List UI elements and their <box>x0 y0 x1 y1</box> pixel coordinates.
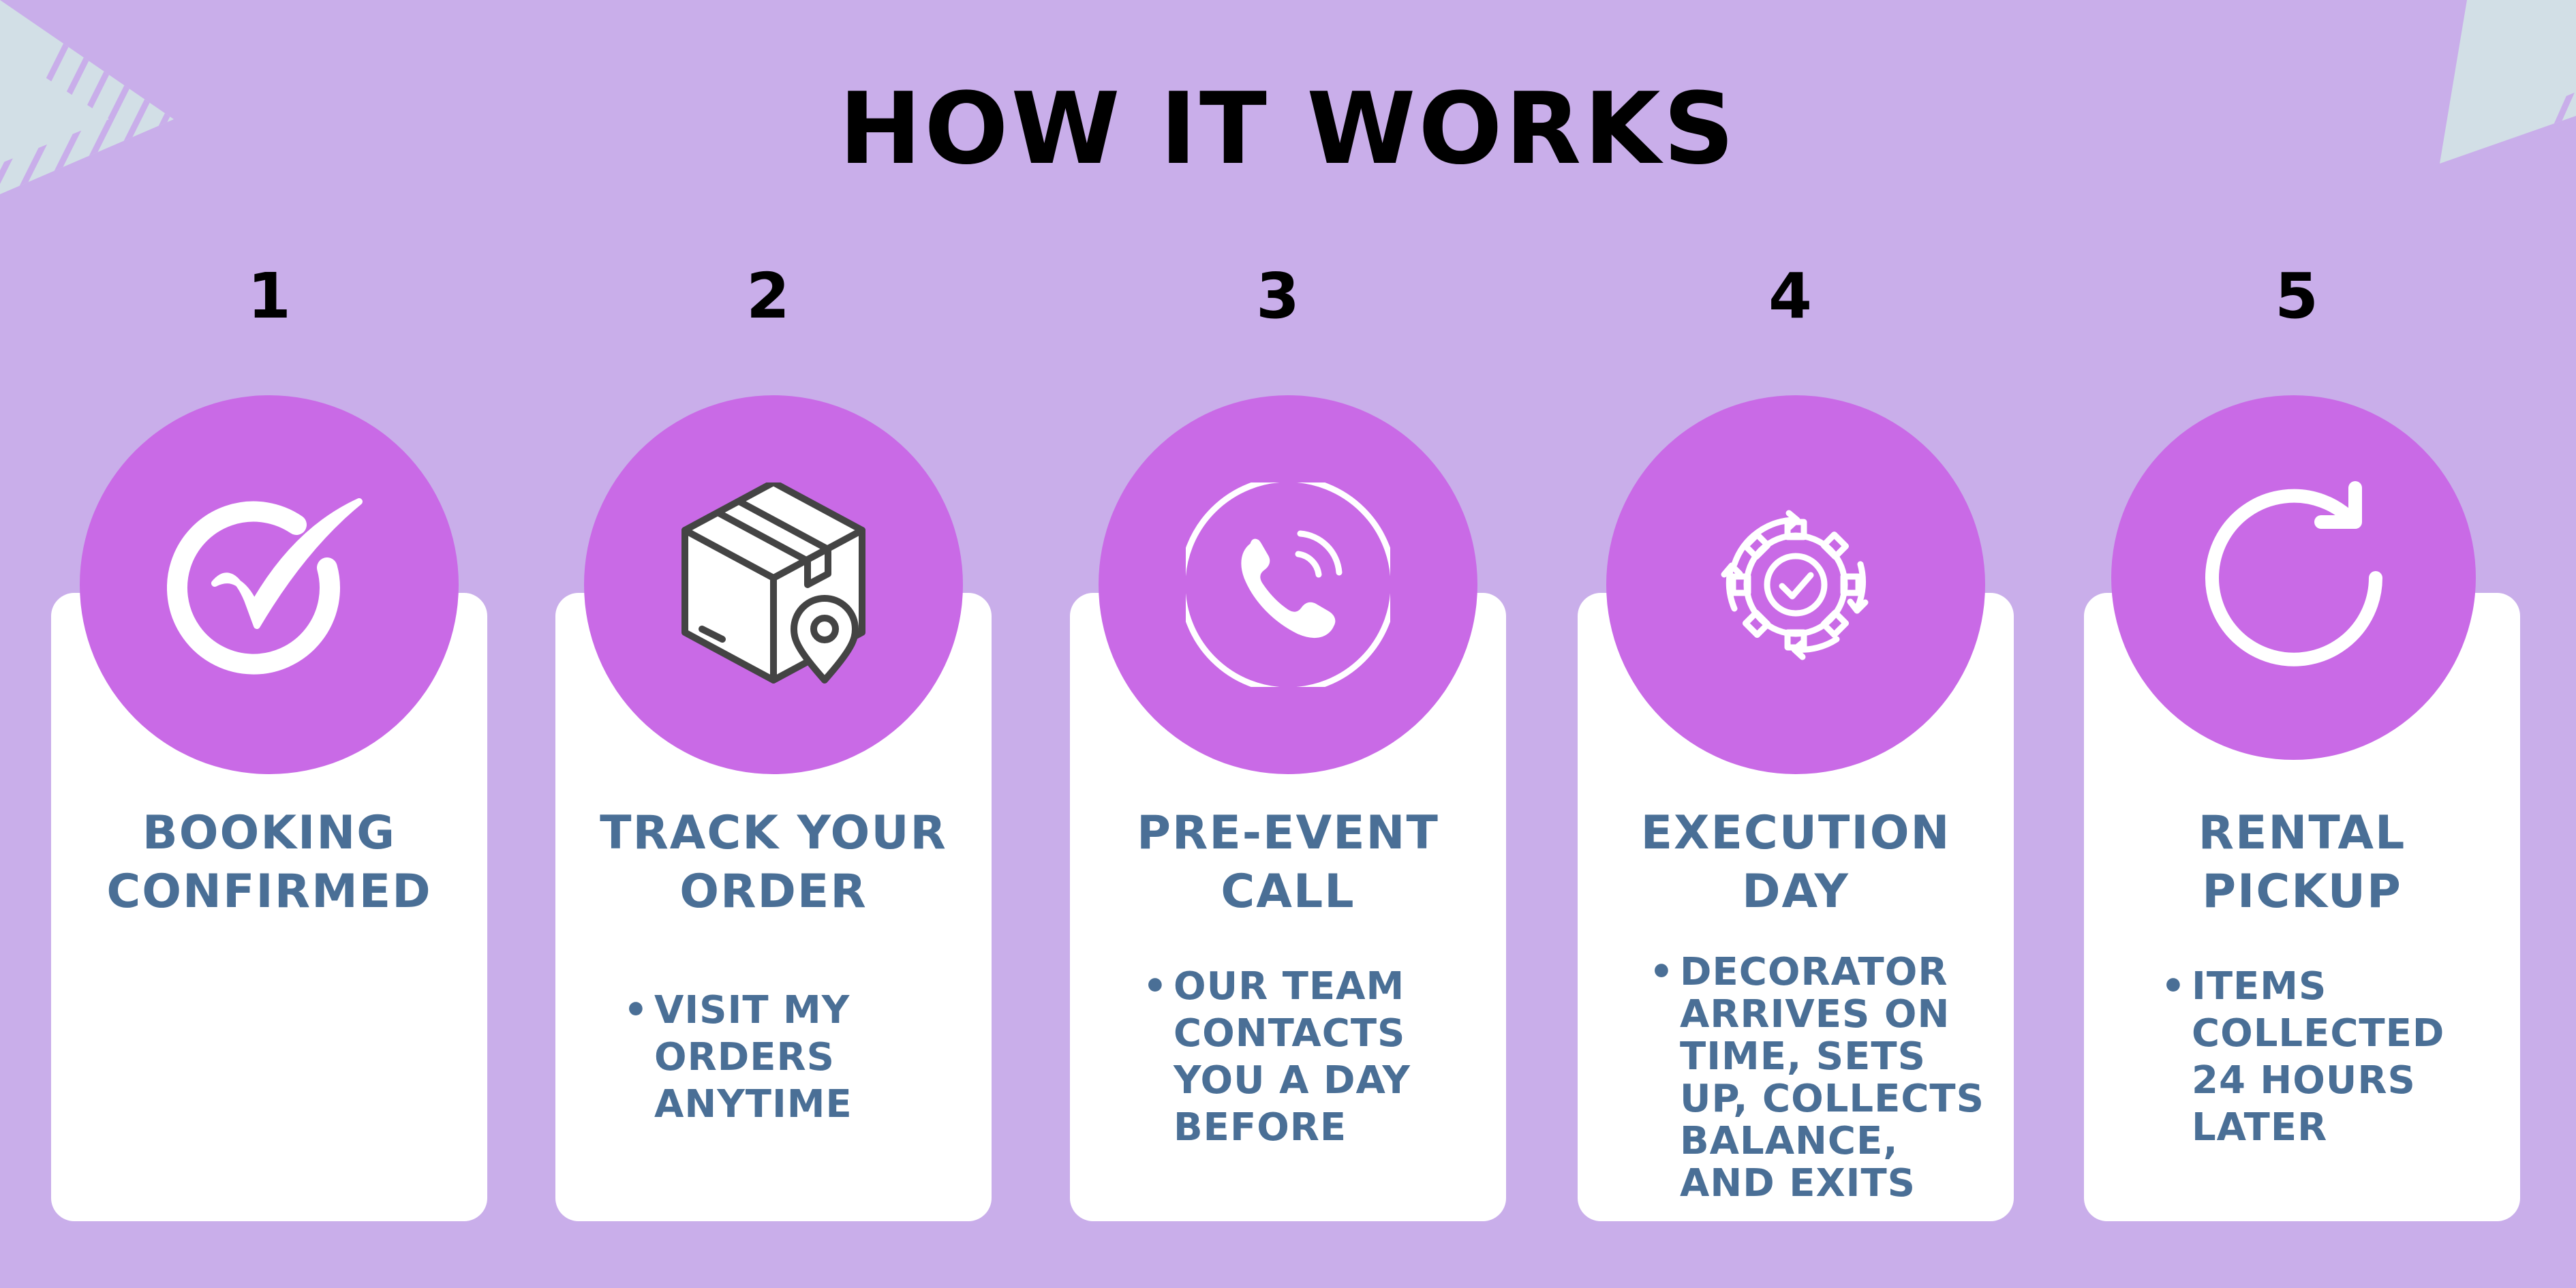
step-3: 3 PRE-EVENT CALL • OUR TEAM CONTACTS YOU… <box>1070 0 1506 1288</box>
step-bullet: • DECORATOR ARRIVES ON TIME, SETS UP, CO… <box>1649 950 1984 1206</box>
step-bullet: • VISIT MY ORDERS ANYTIME <box>624 988 853 1126</box>
step-number: 4 <box>1768 260 1812 333</box>
refresh-arrow-icon <box>2205 481 2382 666</box>
page-title: HOW IT WORKS <box>838 72 1738 187</box>
step-1: 1 BOOKING CONFIRMED <box>51 0 487 1288</box>
check-circle-icon <box>167 498 363 675</box>
step-icon-circle <box>1099 395 1477 774</box>
bullet-dot: • <box>2161 964 2186 1009</box>
step-4: 4 <box>1578 0 2014 1288</box>
corner-triangle-left-decoration <box>0 0 174 194</box>
corner-triangle-right-decoration <box>2440 0 2576 164</box>
step-bullet: • ITEMS COLLECTED 24 HOURS LATER <box>2161 964 2445 1150</box>
step-heading: TRACK YOUR ORDER <box>600 806 947 919</box>
step-5: 5 RENTAL PICKUP • ITEMS COLLECTED 24 HOU… <box>2084 0 2520 1288</box>
step-heading: EXECUTION DAY <box>1640 806 1951 919</box>
step-heading: PRE-EVENT CALL <box>1137 806 1439 919</box>
step-number: 1 <box>247 260 291 333</box>
step-bullet: • OUR TEAM CONTACTS YOU A DAY BEFORE <box>1143 964 1411 1150</box>
bullet-dot: • <box>1143 964 1168 1009</box>
step-heading: RENTAL PICKUP <box>2198 806 2406 919</box>
gear-check-icon <box>1721 510 1869 660</box>
step-number: 2 <box>746 260 790 333</box>
step-icon-circle <box>2111 395 2476 760</box>
step-icon-circle <box>584 395 963 774</box>
bullet-dot: • <box>624 988 649 1032</box>
step-number: 5 <box>2274 260 2318 333</box>
step-number: 3 <box>1255 260 1300 333</box>
package-location-icon <box>681 482 865 684</box>
bullet-dot: • <box>1649 950 1674 994</box>
phone-call-icon <box>1186 482 1390 687</box>
step-2: 2 TRACK YOUR ORDER • VISIT MY ORDERS AN <box>555 0 992 1288</box>
step-icon-circle <box>1606 395 1985 774</box>
step-icon-circle <box>80 395 459 774</box>
step-heading: BOOKING CONFIRMED <box>106 806 432 919</box>
